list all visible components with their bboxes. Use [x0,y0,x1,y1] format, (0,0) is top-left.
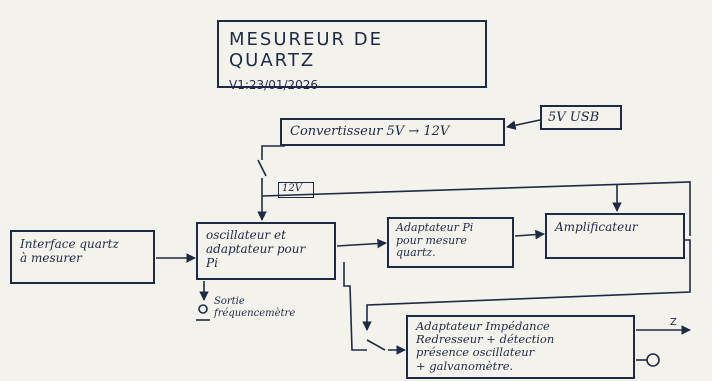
galvanometer-icon [646,353,660,367]
interface-line: à mesurer [20,250,82,265]
interface-block: Interface quartz à mesurer [10,230,155,284]
oscillator-line: Pi [206,255,218,270]
oscillator-line: oscillateur et [206,228,286,242]
converter-block: Convertisseur 5V → 12V [280,118,505,146]
adapter-pi-line: pour mesure [396,233,467,247]
adapter-pi-line: Adaptateur Pi [396,221,474,234]
oscillator-to-adapter-wire [336,238,387,249]
impedance-line: présence oscillateur [416,345,535,360]
impedance-line: + galvanomètre. [416,358,514,373]
freq-label-line: Sortie [214,296,245,307]
adapter-pi-block: Adaptateur Pi pour mesure quartz. [387,217,514,268]
freq-output-label: Sortie fréquencemètre [214,296,295,319]
interface-line: Interface quartz [20,237,119,251]
diagram-title: MESUREUR DE QUARTZ [229,29,384,71]
diagram-version: V1:23/01/2026 [229,78,319,93]
rail-12v-wire [261,181,691,236]
amplifier-block: Amplificateur [545,213,685,259]
adapter-to-amplifier-wire [514,229,545,240]
freq-connector [198,304,208,314]
adapter-pi-line: quartz. [396,246,436,260]
power-switch [257,159,267,177]
title-box: MESUREUR DE QUARTZ V1:23/01/2026 [217,20,487,92]
usb-block: 5V USB [540,105,622,130]
impedance-block: Adaptateur Impédance Redresseur + détect… [406,315,635,379]
oscillator-line: adaptateur pour [206,241,306,256]
freq-label-line: fréquencemètre [214,307,296,319]
impedance-line: Redresseur + détection [416,332,555,347]
impedance-line: Adaptateur Impédance [416,319,550,333]
converter-to-switch-wire [261,145,285,160]
usb-to-converter-wire [506,119,541,130]
oscillator-block: oscillateur et adaptateur pour Pi [196,222,336,280]
z-label: Z [670,317,677,328]
oscillator-to-switch-wire [343,262,367,351]
amplifier-to-impedance-wire [362,239,691,331]
selector-switch [366,339,386,351]
rail-12v-label: 12V [278,182,314,198]
